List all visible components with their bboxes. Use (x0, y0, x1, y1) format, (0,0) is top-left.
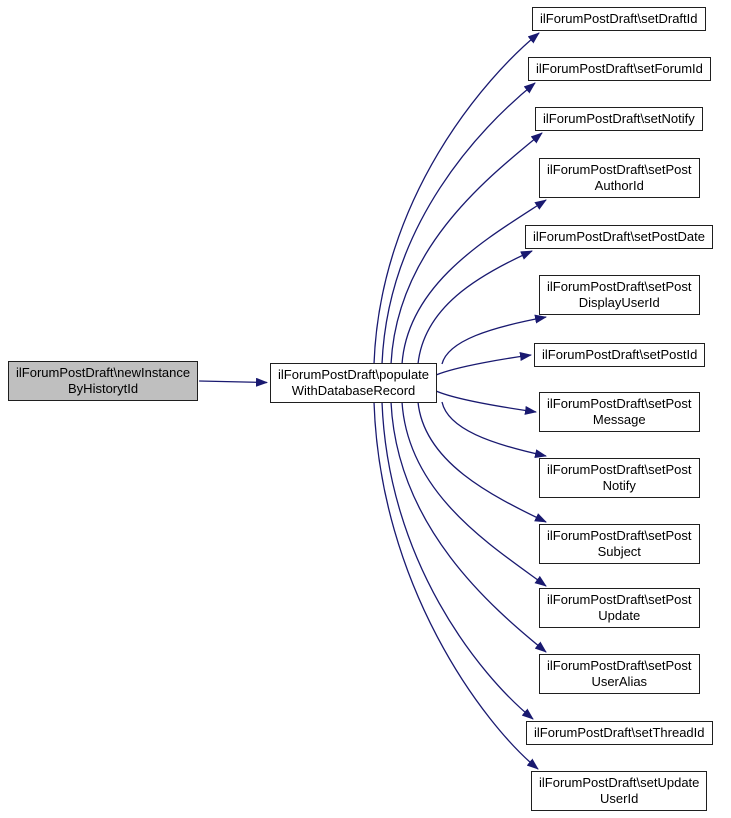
edges-group (199, 32, 547, 770)
edge-populateWithDatabaseRecord-to-setDraftId (373, 32, 540, 365)
edge-populateWithDatabaseRecord-to-setForumId (381, 82, 536, 365)
edge-populateWithDatabaseRecord-to-setPostDate (417, 250, 533, 365)
edge-populateWithDatabaseRecord-to-setNotify (390, 132, 543, 365)
edge-populateWithDatabaseRecord-to-setPostSubject (417, 401, 547, 523)
node-setForumId[interactable]: ilForumPostDraft\setForumId (528, 57, 711, 81)
node-setDraftId[interactable]: ilForumPostDraft\setDraftId (532, 7, 706, 31)
node-newInstanceByHistorytId: ilForumPostDraft\newInstance ByHistorytI… (8, 361, 199, 401)
edge-populateWithDatabaseRecord-to-setPostDisplayUserId (441, 314, 547, 365)
node-setThreadId[interactable]: ilForumPostDraft\setThreadId (526, 721, 713, 745)
edge-populateWithDatabaseRecord-to-setPostId (435, 352, 532, 376)
node-setPostId[interactable]: ilForumPostDraft\setPostId (534, 343, 706, 367)
node-setPostDisplayUserId[interactable]: ilForumPostDraft\setPost DisplayUserId (539, 275, 700, 315)
node-setNotify[interactable]: ilForumPostDraft\setNotify (535, 107, 703, 131)
node-setPostNotify[interactable]: ilForumPostDraft\setPost Notify (539, 458, 700, 498)
edge-populateWithDatabaseRecord-to-setUpdateUserId (373, 401, 539, 770)
node-setPostUserAlias[interactable]: ilForumPostDraft\setPost UserAlias (539, 654, 700, 694)
node-setPostSubject[interactable]: ilForumPostDraft\setPost Subject (539, 524, 700, 564)
edge-populateWithDatabaseRecord-to-setPostUpdate (401, 401, 547, 587)
node-setUpdateUserId[interactable]: ilForumPostDraft\setUpdate UserId (531, 771, 708, 811)
node-setPostDate[interactable]: ilForumPostDraft\setPostDate (525, 225, 713, 249)
edge-populateWithDatabaseRecord-to-setThreadId (381, 401, 534, 720)
node-setPostMessage[interactable]: ilForumPostDraft\setPost Message (539, 392, 700, 432)
node-setPostUpdate[interactable]: ilForumPostDraft\setPost Update (539, 588, 700, 628)
node-setPostAuthorId[interactable]: ilForumPostDraft\setPost AuthorId (539, 158, 700, 198)
edge-newInstanceByHistorytId-to-populateWithDatabaseRecord (199, 377, 268, 387)
edge-populateWithDatabaseRecord-to-setPostNotify (441, 401, 547, 459)
node-populateWithDatabaseRecord[interactable]: ilForumPostDraft\populate WithDatabaseRe… (270, 363, 438, 403)
edge-populateWithDatabaseRecord-to-setPostUserAlias (390, 401, 547, 653)
edge-populateWithDatabaseRecord-to-setPostAuthorId (401, 199, 547, 365)
edge-populateWithDatabaseRecord-to-setPostMessage (435, 390, 537, 415)
